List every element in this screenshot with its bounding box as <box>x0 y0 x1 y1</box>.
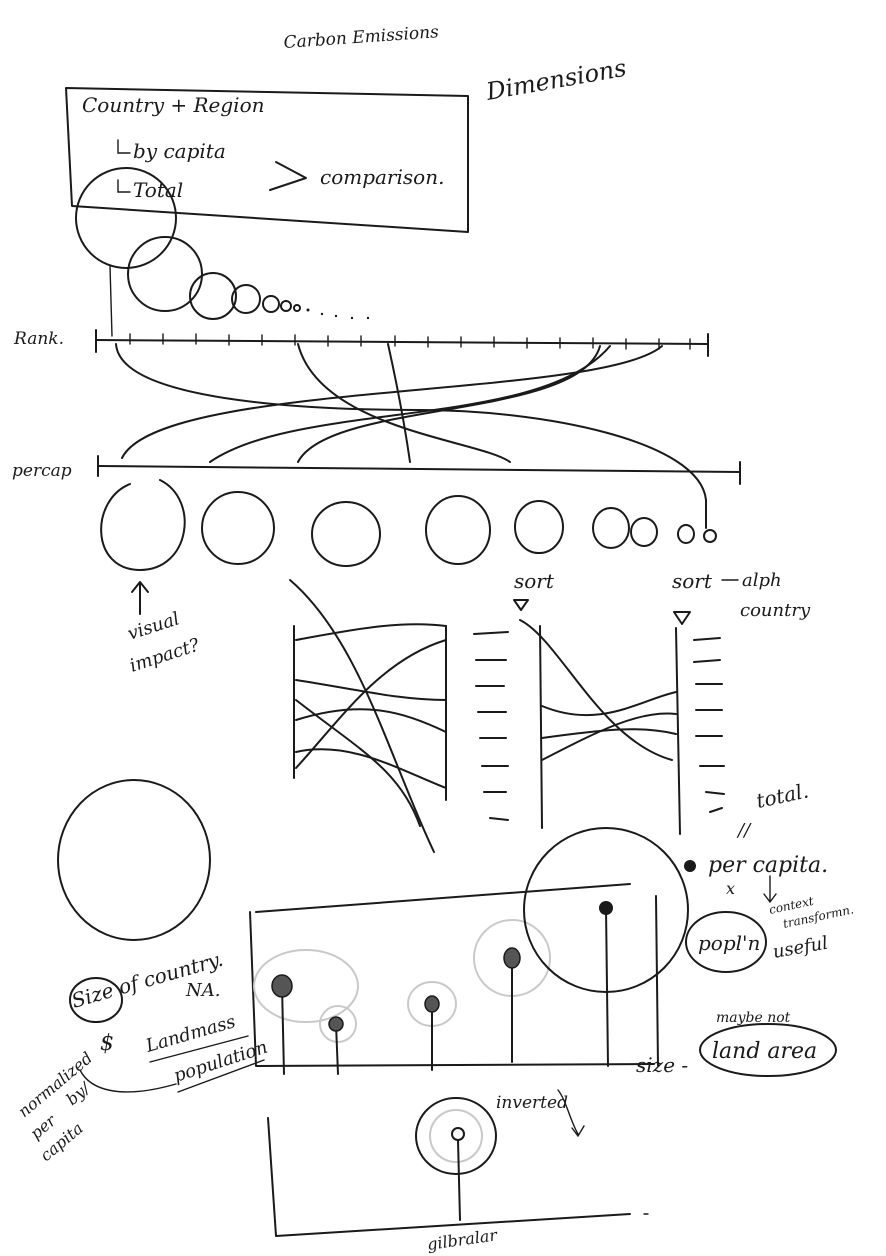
box-line-country-region: Country + Region <box>82 93 265 117</box>
useful-label: useful <box>771 933 830 963</box>
equals-mark: // <box>736 820 752 841</box>
land-area-label: land area <box>712 1039 817 1064</box>
maybe-not-label: maybe not <box>716 1010 791 1026</box>
na-label: NA. <box>185 980 220 1001</box>
rank-percap-links <box>115 343 707 529</box>
sort-right-label: sort <box>672 569 713 593</box>
box-line-total: Total <box>133 178 183 202</box>
popl-label: popl'n <box>698 931 760 955</box>
box-line-by-capita: by capita <box>133 139 226 163</box>
visual-impact-line1: visual <box>125 608 182 645</box>
triangle-down-icon[interactable] <box>673 611 691 625</box>
sort-left-label: sort <box>514 569 555 593</box>
arrow-curve-icon <box>557 1089 585 1138</box>
dimensions-box: Country + Region by capita Total compari… <box>65 87 469 233</box>
chevron-right-icon <box>269 161 307 191</box>
inverted-sketch: inverted gilbralar <box>267 1089 649 1254</box>
percap-circles <box>100 479 717 571</box>
arrow-hook-icon <box>117 179 131 193</box>
triangle-down-icon[interactable] <box>513 599 529 611</box>
alph-label: alph <box>742 570 782 591</box>
size-label: size - <box>636 1053 688 1077</box>
dimensions-label: Dimensions <box>483 54 628 106</box>
arrow-up-icon <box>131 581 149 615</box>
rank-axis: Rank. <box>13 329 709 357</box>
lollipop-sketch <box>249 827 689 1075</box>
inverted-label: inverted <box>496 1093 568 1113</box>
percap-axis-label: percap <box>12 461 72 481</box>
rank-axis-label: Rank. <box>13 329 64 349</box>
gibraltar-label: gilbralar <box>426 1225 500 1254</box>
per-capita-label: per capita. <box>708 853 828 878</box>
times-mark: x <box>726 879 735 898</box>
parallel-coordinates <box>289 579 725 853</box>
dollar-sign: $ <box>100 1031 114 1056</box>
arrow-down-icon <box>763 875 777 904</box>
title-text: Carbon Emissions <box>283 22 440 53</box>
visual-impact-note: visual impact? <box>125 581 202 677</box>
box-line-comparison: comparison. <box>320 165 444 189</box>
right-notes: per capita. x popl'n context transformn.… <box>636 853 855 1077</box>
bullet-dot <box>684 860 696 872</box>
total-label: total. <box>754 778 811 812</box>
arrow-hook-icon <box>117 139 131 154</box>
country-label: country <box>740 600 811 621</box>
ranked-circles <box>75 167 370 337</box>
size-of-country-note: Size of country. NA. Landmass population… <box>14 779 270 1165</box>
percap-axis: percap <box>12 455 741 485</box>
